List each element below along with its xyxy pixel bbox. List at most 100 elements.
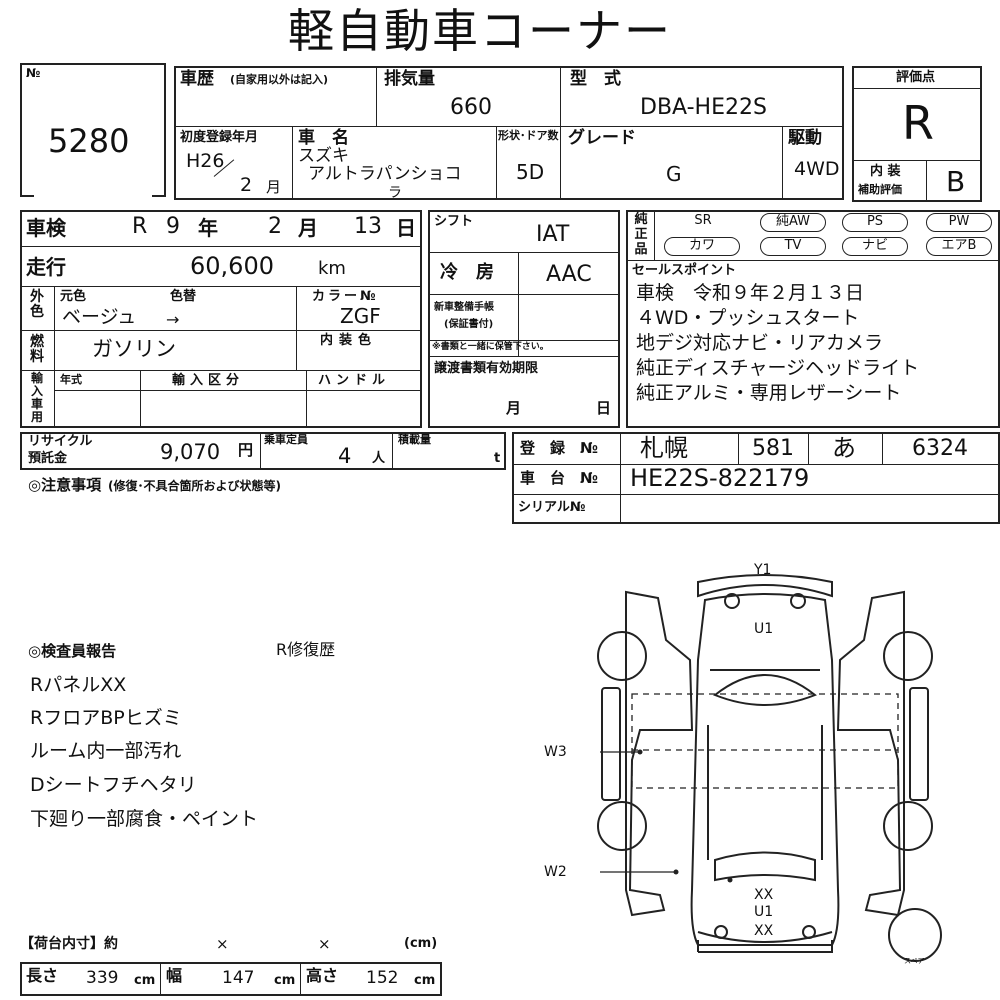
sales-points-label: セールスポイント <box>632 263 737 278</box>
cargo-height-label: 高さ <box>306 966 339 985</box>
inspection-era: R <box>132 214 148 239</box>
sales-point-line: 純正ディスチャージヘッドライト <box>636 357 920 379</box>
interior-score: B <box>946 165 966 198</box>
equip-pw: PW <box>926 213 992 232</box>
sales-point-line: 地デジ対応ナビ・リアカメラ <box>636 332 884 354</box>
transfer-month-unit: 月 <box>506 399 522 417</box>
doors-label: 形状･ドア数 <box>498 129 559 142</box>
color-orig-label: 元色 <box>60 289 87 304</box>
lot-label: № <box>26 66 41 80</box>
equip-ps: PS <box>842 213 908 232</box>
inspection-year: 9 <box>166 214 180 239</box>
capacity-label: 乗車定員 <box>264 433 308 446</box>
caution-note: (修復･不具合箇所および状態等) <box>108 479 281 493</box>
drive-value: 4WD <box>794 158 840 180</box>
score-value: R <box>902 96 934 150</box>
cargo-length: 339 <box>86 968 119 988</box>
load-unit: t <box>494 451 501 466</box>
registration-grid <box>512 432 1000 524</box>
spec-grid <box>20 210 422 428</box>
diagram-side-left-label: W3 <box>544 744 567 760</box>
cargo-unit-header: (cm) <box>404 936 438 951</box>
recycle-label1: リサイクル <box>28 434 93 449</box>
report-line: ルーム内一部汚れ <box>30 740 182 762</box>
report-line: RパネルXX <box>30 674 127 696</box>
color-code-label: カラー№ <box>312 289 379 304</box>
import-year-label: 年式 <box>60 373 82 386</box>
diagram-rear-mark: XX <box>754 923 774 939</box>
load-label: 積載量 <box>398 433 431 446</box>
displacement-value: 660 <box>450 95 492 120</box>
first-reg-month-unit: 月 <box>266 178 282 196</box>
warranty-note: ※書類と一緒に保管下さい。 <box>432 342 549 352</box>
history-label: 車歴 <box>180 69 214 89</box>
registration-kana: あ <box>832 434 856 462</box>
car-name-line1: アルトラパンショコ <box>308 164 462 184</box>
score-label: 評価点 <box>896 70 936 85</box>
capacity-unit: 人 <box>372 451 386 466</box>
lot-number: 5280 <box>48 122 130 160</box>
cargo-width-label: 幅 <box>166 966 183 985</box>
score-box <box>852 66 982 202</box>
warranty-label1: 新車整備手帳 <box>434 302 494 313</box>
color-side-label: 外色 <box>30 289 44 320</box>
sales-point-line: 純正アルミ・専用レザーシート <box>636 382 902 404</box>
report-repair: R修復歴 <box>276 640 336 659</box>
sales-point-line: ４WD・プッシュスタート <box>636 307 860 329</box>
fuel-label: 燃料 <box>30 334 44 365</box>
report-line: Dシートフチヘタリ <box>30 774 197 796</box>
model-label: 型 式 <box>570 69 621 89</box>
car-name-label: 車 名 <box>298 128 349 148</box>
shift-value: IAT <box>536 222 570 247</box>
page-title: 軽自動車コーナー <box>288 4 672 58</box>
inspection-day: 13 <box>354 214 382 239</box>
report-line: RフロアBPヒズミ <box>30 707 182 729</box>
cargo-title: 【荷台内寸】約 <box>20 936 118 952</box>
lot-box: № 5280 <box>20 63 166 197</box>
warranty-label2: (保証書付) <box>444 319 494 330</box>
diagram-front-mark: U1 <box>754 621 774 637</box>
inspection-day-unit: 日 <box>396 216 416 240</box>
recycle-unit: 円 <box>238 441 254 459</box>
chassis-value: HE22S-822179 <box>630 464 810 492</box>
first-reg-year: H26 <box>186 150 225 172</box>
cargo-length-label: 長さ <box>26 966 59 985</box>
shift-grid <box>428 210 620 428</box>
report-line: 下廻り一部腐食・ペイント <box>30 808 259 830</box>
interior-label: 内 装 <box>870 164 901 179</box>
mileage-value: 60,600 <box>190 252 274 280</box>
cargo-height: 152 <box>366 968 399 988</box>
inspection-month-unit: 月 <box>298 216 318 240</box>
equipment-label: 純正品 <box>634 212 648 257</box>
equip-navi: ナビ <box>842 237 908 256</box>
diagram-rear-mark: XX <box>754 887 774 903</box>
registration-label: 登 録 № <box>520 439 599 457</box>
import-handle-label: ハンドル <box>318 373 391 388</box>
cargo-length-unit: cm <box>134 973 156 988</box>
diagram-spare-label: スペア <box>904 957 925 965</box>
cargo-times-2: × <box>318 935 331 953</box>
diagram-rear-mark: U1 <box>754 904 774 920</box>
displacement-label: 排気量 <box>384 69 435 89</box>
fuel-value: ガソリン <box>92 337 176 361</box>
equip-airbag: エアB <box>926 237 992 256</box>
registration-class: 581 <box>752 436 794 461</box>
color-change-label: 色替 <box>170 289 197 304</box>
shift-label: シフト <box>434 214 474 229</box>
aircon-value: AAC <box>546 262 592 287</box>
equipment-grid <box>626 210 1000 428</box>
import-type-label: 輸入区分 <box>172 373 245 388</box>
color-orig-value: ベージュ <box>62 306 137 328</box>
transfer-day-unit: 日 <box>596 399 612 417</box>
cargo-height-unit: cm <box>414 973 436 988</box>
registration-number: 6324 <box>912 436 968 461</box>
capacity-value: 4 <box>338 444 352 468</box>
equip-alloy-wheel: 純AW <box>760 213 826 232</box>
color-arrow: → <box>166 310 180 329</box>
interior-color-label: 内装色 <box>320 333 378 348</box>
equip-sr: SR <box>694 213 712 228</box>
cargo-grid <box>20 962 442 996</box>
history-note: (自家用以外は記入) <box>230 73 329 86</box>
caution-label: ◎注意事項 <box>28 476 102 494</box>
equip-tv: TV <box>760 237 826 256</box>
